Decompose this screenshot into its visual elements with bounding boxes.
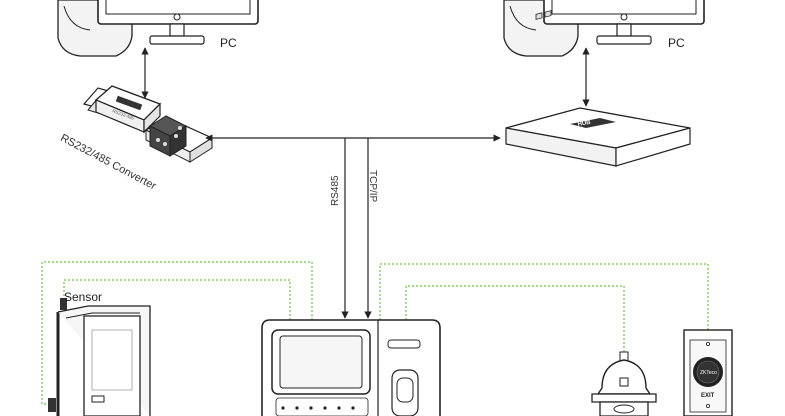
wiring <box>41 261 709 405</box>
hub-label: HUB <box>577 120 592 128</box>
keypad <box>275 397 369 416</box>
pc-left-label: PC <box>220 36 237 50</box>
door-sensor <box>60 298 67 310</box>
alarm-bell <box>591 351 657 416</box>
rs232-485-converter: RS232-485 <box>82 85 214 163</box>
exit-button: ZKTeco EXIT <box>683 329 733 416</box>
exit-label: EXIT <box>701 393 715 399</box>
pc-right <box>503 0 705 57</box>
tcpip-label: TCP/IP <box>367 170 378 203</box>
pc-right-label: PC <box>668 36 685 50</box>
sensor-label: Sensor <box>64 290 103 304</box>
door <box>48 298 151 416</box>
rs485-label: RS485 <box>330 175 341 206</box>
network-hub: HUB <box>505 10 691 167</box>
button-brand: ZKTeco <box>700 370 717 376</box>
access-terminal <box>261 319 441 416</box>
pc-left <box>57 0 259 57</box>
hub-ports <box>535 10 552 20</box>
